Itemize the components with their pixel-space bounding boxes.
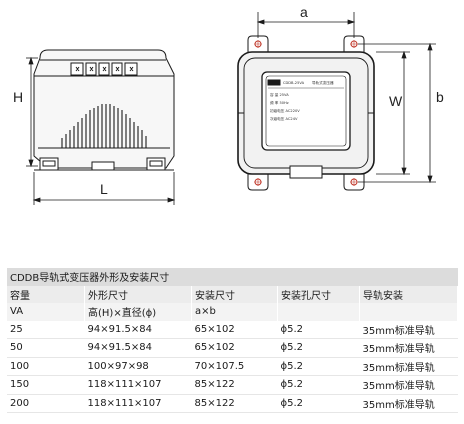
nameplate-line: 初级电压 AC220V	[270, 108, 300, 113]
table-unit-row: VA 高(H)×直径(ϕ) a×b	[7, 303, 458, 321]
cell-hole: ϕ5.2	[277, 357, 360, 376]
table-title: CDDB导轨式变压器外形及安装尺寸	[7, 268, 458, 286]
dimension-drawings: H L	[13, 4, 444, 205]
top-view	[237, 12, 436, 191]
dimension-H	[26, 56, 38, 168]
nameplate-text: CDDB-25VA 导轨式变压器 容 量 25VA 频 率 50Hz 初级电压 …	[270, 80, 334, 121]
unit-cell	[277, 303, 360, 321]
cell-mounting: 70×107.5	[191, 357, 278, 376]
cell-mounting: 65×102	[191, 320, 278, 339]
unit-cell: 高(H)×直径(ϕ)	[84, 303, 192, 321]
nameplate-line: 频 率 50Hz	[270, 100, 289, 105]
cell-rail: 35mm标准导轨	[359, 357, 458, 376]
table-row: 50 94×91.5×84 65×102 ϕ5.2 35mm标准导轨	[7, 338, 458, 358]
unit-cell: a×b	[191, 303, 278, 321]
cell-mounting: 85×122	[191, 394, 278, 413]
nameplate-line: 容 量 25VA	[270, 92, 289, 97]
cell-capacity: 100	[7, 357, 85, 376]
column-header: 安装孔尺寸	[277, 285, 360, 303]
table-header-row: 容量 外形尺寸 安装尺寸 安装孔尺寸 导轨安装	[7, 285, 458, 303]
column-header: 容量	[7, 285, 85, 303]
cell-capacity: 25	[7, 320, 85, 339]
nameplate-line: 次级电压 AC24V	[270, 116, 298, 121]
cell-rail: 35mm标准导轨	[359, 338, 458, 358]
column-header: 导轨安装	[359, 285, 458, 303]
cell-rail: 35mm标准导轨	[359, 375, 458, 395]
table-row: 200 118×111×107 85×122 ϕ5.2 35mm标准导轨	[7, 394, 458, 413]
cell-mounting: 85×122	[191, 375, 278, 395]
table-row: 150 118×111×107 85×122 ϕ5.2 35mm标准导轨	[7, 375, 458, 395]
cell-outline: 118×111×107	[84, 394, 192, 413]
cell-hole: ϕ5.2	[277, 320, 360, 339]
front-view	[26, 49, 176, 205]
nameplate-line: CDDB-25VA	[283, 81, 305, 85]
cell-hole: ϕ5.2	[277, 375, 360, 395]
cell-outline: 94×91.5×84	[84, 320, 192, 339]
front-length-label: L	[100, 181, 108, 197]
cell-mounting: 65×102	[191, 338, 278, 358]
cell-rail: 35mm标准导轨	[359, 394, 458, 413]
column-header: 安装尺寸	[191, 285, 278, 303]
dimension-W	[376, 50, 410, 176]
cell-outline: 94×91.5×84	[84, 338, 192, 358]
cell-capacity: 50	[7, 338, 85, 358]
cell-hole: ϕ5.2	[277, 394, 360, 413]
dimension-L	[32, 172, 176, 205]
nameplate-line: 导轨式变压器	[312, 80, 334, 85]
top-rail-channel	[289, 165, 323, 179]
cell-capacity: 200	[7, 394, 85, 413]
dimension-b	[358, 42, 436, 184]
cooling-fins	[61, 104, 147, 148]
front-height-label: H	[13, 89, 23, 105]
cell-capacity: 150	[7, 375, 85, 395]
dimension-a	[256, 12, 356, 38]
cell-outline: 100×97×98	[84, 357, 192, 376]
top-height-b-label: b	[436, 89, 444, 105]
front-body	[33, 49, 175, 169]
cell-outline: 118×111×107	[84, 375, 192, 395]
table-row: 100 100×97×98 70×107.5 ϕ5.2 35mm标准导轨	[7, 357, 458, 376]
top-width-a-label: a	[300, 4, 308, 20]
cell-hole: ϕ5.2	[277, 338, 360, 358]
bottom-feet	[34, 157, 174, 171]
unit-cell: VA	[7, 303, 85, 321]
column-header: 外形尺寸	[84, 285, 192, 303]
cell-rail: 35mm标准导轨	[359, 320, 458, 339]
top-width-W-label: W	[389, 93, 403, 109]
top-terminals	[70, 62, 138, 76]
unit-cell	[359, 303, 458, 321]
table-title-row: CDDB导轨式变压器外形及安装尺寸	[7, 268, 458, 286]
nameplate	[261, 71, 351, 151]
table-row: 25 94×91.5×84 65×102 ϕ5.2 35mm标准导轨	[7, 320, 458, 339]
mounting-holes	[254, 40, 358, 186]
spec-table: CDDB导轨式变压器外形及安装尺寸 容量 外形尺寸 安装尺寸 安装孔尺寸 导轨安…	[7, 268, 458, 413]
